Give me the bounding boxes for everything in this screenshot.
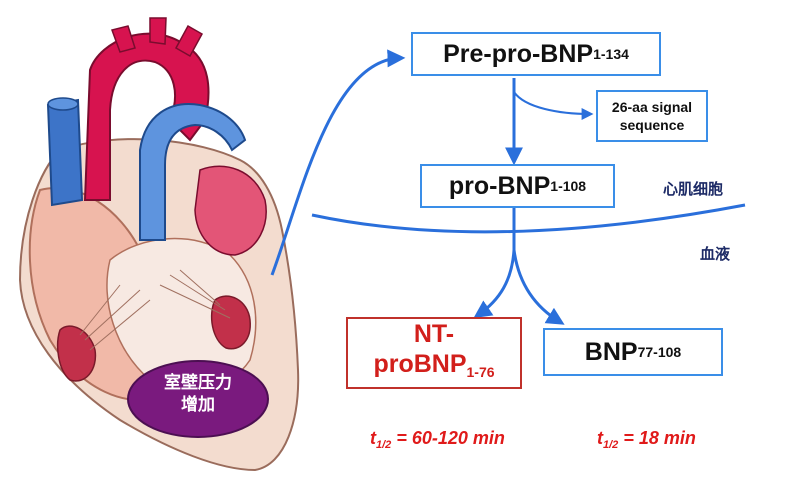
- arrow-to-ntprobnp: [473, 249, 516, 319]
- nt-probnp-line1: NT-: [413, 320, 455, 348]
- nt-probnp-box: NT- proBNP1-76: [346, 317, 522, 389]
- bnp-halflife: t1/2 = 18 min: [597, 428, 696, 451]
- nt-probnp-line2: proBNP: [373, 350, 467, 378]
- nt-halflife-sub: 1/2: [376, 439, 392, 451]
- arrow-to-signal: [513, 91, 594, 120]
- aortic-branch: [149, 17, 167, 45]
- wall-stress-text: 室壁压力 增加: [143, 372, 253, 416]
- nt-probnp-halflife: t1/2 = 60-120 min: [370, 428, 505, 451]
- ventricle-interior: [106, 237, 257, 392]
- vena-cava: [46, 98, 84, 207]
- pro-bnp-label: pro-BNP: [448, 171, 551, 200]
- membrane-curve: [311, 203, 746, 234]
- bnp-halflife-symbol: t: [597, 428, 603, 448]
- bnp-halflife-sub: 1/2: [603, 439, 619, 451]
- prepro-bnp-sub: 1-134: [593, 46, 629, 62]
- arrow-heart-to-prepro: [270, 49, 406, 276]
- wall-stress-line2: 增加: [181, 395, 215, 414]
- bnp-label: BNP: [584, 337, 638, 366]
- nt-halflife-symbol: t: [370, 428, 376, 448]
- wall-stress-line1: 室壁压力: [164, 373, 232, 392]
- papillary-muscle: [210, 295, 251, 350]
- signal-sequence-box: 26-aa signal sequence: [596, 90, 708, 142]
- myocyte-label: 心肌细胞: [663, 181, 724, 198]
- left-atrium: [194, 165, 267, 256]
- heart-illustration: [18, 17, 300, 472]
- wall-stress-oval: [127, 360, 269, 438]
- pro-bnp-sub: 1-108: [550, 178, 587, 194]
- vena-cava-opening: [47, 97, 79, 111]
- nt-probnp-sub: 1-76: [466, 364, 495, 380]
- bnp-sub: 77-108: [637, 344, 682, 360]
- aortic-branch: [111, 25, 136, 53]
- pulmonary-artery: [139, 103, 247, 241]
- nt-halflife-value: = 60-120 min: [396, 428, 505, 448]
- aortic-branch: [174, 24, 204, 58]
- aorta: [83, 32, 210, 201]
- prepro-bnp-label: Pre-pro-BNP: [443, 39, 594, 68]
- chordae-tendineae: [79, 269, 231, 351]
- bnp-halflife-value: = 18 min: [623, 428, 696, 448]
- blood-label: 血液: [700, 246, 731, 263]
- signal-line1: 26-aa signal: [611, 99, 693, 115]
- pathway-arrows: [270, 49, 746, 325]
- papillary-muscle: [57, 325, 97, 382]
- signal-line2: sequence: [619, 117, 685, 133]
- arrow-to-bnp: [512, 249, 565, 325]
